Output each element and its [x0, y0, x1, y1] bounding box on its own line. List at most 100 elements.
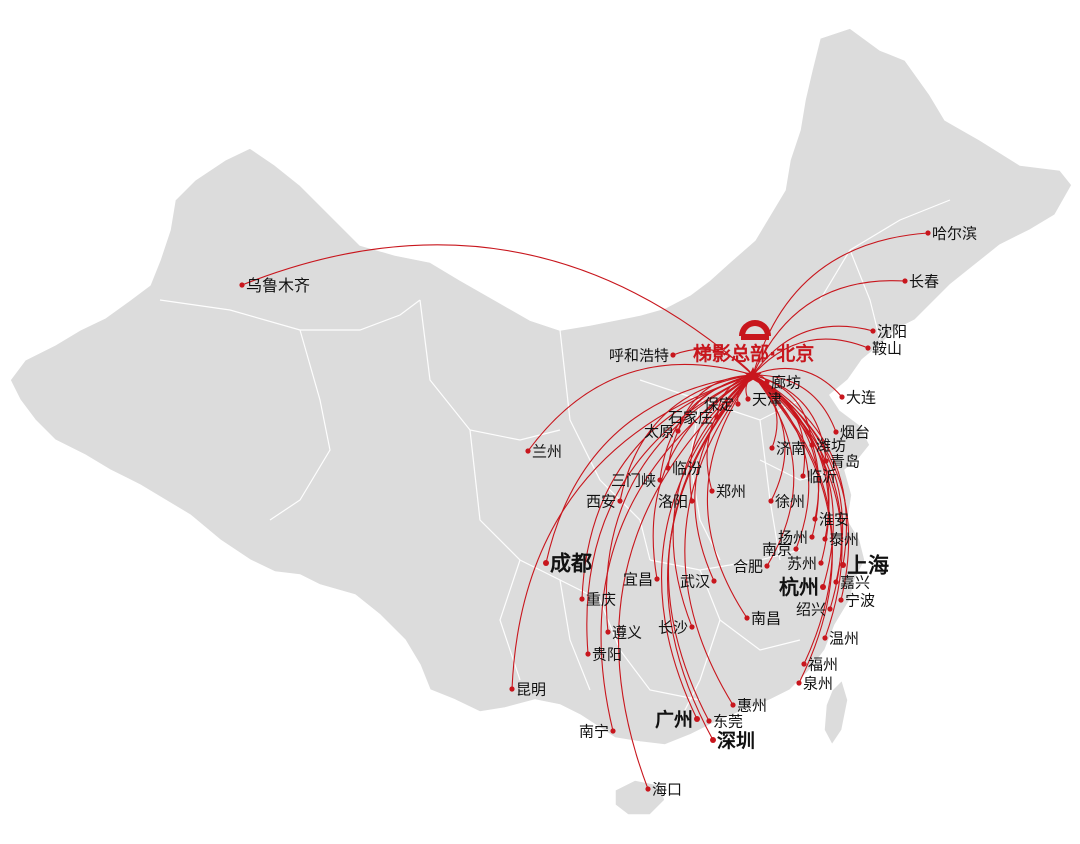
city-label-chengdu: 成都: [550, 552, 592, 576]
city-label-hangzhou: 杭州: [779, 575, 819, 599]
city-dot-wuhan: [711, 578, 717, 584]
route-line-changchun: [752, 280, 906, 376]
city-dot-sanmenxia: [657, 477, 663, 483]
city-label-tianjin: 天津: [752, 390, 782, 408]
city-dot-taizhou: [822, 536, 828, 542]
city-dot-luoyang: [689, 498, 695, 504]
route-line-changsha: [672, 374, 754, 628]
city-label-shijiazhuang: 石家庄: [668, 408, 713, 426]
city-label-nanchang: 南昌: [751, 609, 781, 627]
city-dot-quanzhou: [796, 680, 802, 686]
city-dot-fuzhou: [801, 661, 807, 667]
city-dot-shanghai: [840, 562, 846, 568]
city-dot-wulumuqi: [239, 282, 245, 288]
city-label-huaian: 淮安: [819, 510, 849, 528]
city-label-quanzhou: 泉州: [803, 674, 833, 692]
route-line-shenyang: [752, 325, 874, 376]
hq-label: 梯影总部·北京: [693, 342, 814, 365]
route-line-shaoxing: [752, 374, 842, 610]
city-dot-taiyuan: [675, 428, 681, 434]
city-dot-guiyang: [585, 651, 591, 657]
route-line-guiyang: [586, 374, 754, 655]
city-label-changsha: 长沙: [658, 618, 688, 636]
city-dot-huhehaote: [670, 352, 676, 358]
city-label-huhehaote: 呼和浩特: [609, 346, 669, 364]
city-dot-anshan: [865, 345, 871, 351]
route-line-huizhou: [684, 374, 754, 706]
city-dot-weifang: [809, 442, 815, 448]
city-dot-guangzhou: [694, 716, 700, 722]
city-label-yichang: 宜昌: [623, 570, 653, 588]
city-dot-shenzhen: [710, 737, 716, 743]
route-line-zunyi: [605, 374, 754, 633]
city-label-hefei: 合肥: [733, 557, 763, 575]
city-dot-nanchang: [744, 615, 750, 621]
route-line-wenzhou: [752, 374, 843, 639]
route-line-lanzhou: [527, 363, 754, 452]
city-dot-xian: [617, 498, 623, 504]
route-line-yantai: [752, 374, 837, 433]
city-dot-suzhou: [818, 560, 824, 566]
city-label-shenzhen: 深圳: [717, 729, 755, 752]
route-line-chengdu: [545, 374, 754, 564]
city-dot-langfang: [764, 379, 770, 385]
route-line-quanzhou: [752, 374, 833, 684]
route-line-xuzhou: [752, 374, 786, 502]
city-dot-shenyang: [870, 328, 876, 334]
route-line-ningbo: [752, 374, 850, 601]
city-label-ningbo: 宁波: [845, 591, 875, 609]
city-dot-shijiazhuang: [714, 414, 720, 420]
route-line-huhehaote: [672, 348, 754, 376]
city-dot-nanjing: [793, 546, 799, 552]
route-line-nanning: [600, 374, 754, 732]
city-label-kunming: 昆明: [516, 680, 546, 698]
city-labels: 乌鲁木齐哈尔滨长春沈阳鞍山呼和浩特廊坊保定天津大连石家庄太原烟台济南潍坊青岛兰州…: [246, 224, 977, 798]
city-label-baoding: 保定: [704, 395, 734, 413]
city-label-xian: 西安: [586, 492, 616, 510]
city-label-xuzhou: 徐州: [775, 492, 805, 510]
city-dot-haerbin: [925, 230, 931, 236]
province-borders: [159, 199, 951, 721]
route-line-shanghai: [752, 374, 847, 566]
city-label-jinan: 济南: [776, 439, 806, 457]
city-label-wulumuqi: 乌鲁木齐: [246, 276, 310, 295]
city-label-langfang: 廊坊: [771, 373, 801, 391]
city-dot-dongguan: [706, 718, 712, 724]
city-label-anshan: 鞍山: [872, 339, 902, 357]
city-label-linyi: 临沂: [807, 467, 837, 485]
city-label-yangzhou: 扬州: [778, 528, 808, 546]
city-dot-dalian: [839, 394, 845, 400]
city-label-taiyuan: 太原: [644, 422, 674, 440]
route-line-yichang: [652, 374, 754, 580]
city-label-haikou: 海口: [652, 780, 682, 798]
city-label-weifang: 潍坊: [816, 436, 846, 454]
city-dot-baoding: [735, 401, 741, 407]
city-dot-linfen: [665, 465, 671, 471]
city-dot-chongqing: [579, 596, 585, 602]
city-dots: [239, 230, 931, 792]
city-dot-jinan: [769, 445, 775, 451]
city-dot-lanzhou: [525, 448, 531, 454]
city-label-shenyang: 沈阳: [877, 322, 907, 340]
headquarters-marker: 梯影总部·北京: [693, 320, 814, 383]
city-dot-qingdao: [823, 458, 829, 464]
city-dot-xuzhou: [768, 498, 774, 504]
city-dot-zhengzhou: [709, 488, 715, 494]
city-dot-yantai: [833, 429, 839, 435]
city-dot-yangzhou: [809, 534, 815, 540]
city-dot-jiaxing: [833, 579, 839, 585]
city-label-dongguan: 东莞: [713, 712, 743, 730]
city-label-zunyi: 遵义: [612, 623, 642, 641]
city-dot-tianjin: [745, 396, 751, 402]
city-label-qingdao: 青岛: [830, 452, 860, 470]
city-label-shaoxing: 绍兴: [796, 600, 826, 618]
route-line-kunming: [511, 374, 754, 690]
city-label-guiyang: 贵阳: [592, 645, 622, 663]
route-line-wulumuqi: [241, 244, 754, 376]
city-label-taizhou: 泰州: [829, 530, 859, 548]
city-label-shanghai: 上海: [847, 554, 889, 578]
city-label-nanning: 南宁: [579, 722, 609, 740]
route-line-fuzhou: [752, 374, 833, 665]
